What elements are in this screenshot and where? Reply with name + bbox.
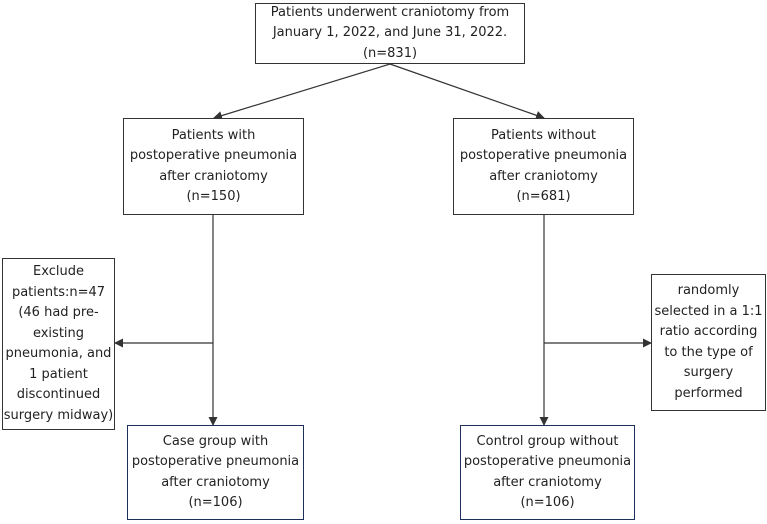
box-without-pneumonia: Patients without postoperative pneumonia… — [453, 118, 634, 215]
box-line: (n=831) — [362, 45, 418, 61]
box-line: performed — [674, 385, 743, 401]
box-line: surgery — [683, 365, 734, 380]
box-line: Patients without — [490, 127, 597, 143]
box-line: discontinued — [16, 387, 101, 402]
box-line: postoperative pneumonia — [459, 148, 628, 163]
box-case-group: Case group with postoperative pneumonia … — [127, 425, 304, 520]
box-line: (46 had pre- — [18, 305, 99, 320]
box-line: pneumonia, and — [5, 346, 112, 361]
box-line: patients:n=47 — [11, 284, 106, 300]
box-line: (n=106) — [520, 495, 575, 510]
box-control-group: Control group without postoperative pneu… — [460, 425, 635, 520]
box-line: after craniotomy — [489, 168, 598, 184]
box-line: postoperative pneumonia — [463, 454, 632, 469]
box-line: January 1, 2022, and June 31, 2022. — [272, 25, 508, 41]
arrow-top-to-no-pneumonia — [389, 63, 545, 120]
box-line: Case group with — [162, 433, 269, 449]
box-line: surgery midway) — [3, 407, 114, 423]
box-line: Control group without — [476, 433, 619, 449]
box-total-patients: Patients underwent craniotomy from Janua… — [255, 3, 525, 64]
box-line: postoperative pneumonia — [131, 454, 300, 469]
box-line: after craniotomy — [159, 168, 268, 184]
box-line: postoperative pneumonia — [129, 148, 298, 163]
box-line: Patients with — [171, 127, 256, 143]
box-line: to the type of — [664, 344, 753, 360]
box-line: after craniotomy — [493, 474, 602, 490]
box-line: (n=106) — [188, 495, 243, 510]
box-line: (n=150) — [186, 189, 241, 204]
box-line: 1 patient — [29, 366, 88, 382]
box-with-pneumonia: Patients with postoperative pneumonia af… — [123, 118, 304, 215]
box-line: selected in a 1:1 — [654, 303, 763, 319]
box-line: ratio according — [659, 324, 758, 339]
box-line: existing — [32, 325, 85, 341]
box-line: Exclude — [33, 264, 84, 279]
box-line: (n=681) — [516, 189, 571, 204]
box-line: randomly — [677, 283, 740, 298]
box-line: after craniotomy — [161, 474, 270, 490]
box-exclude-patients: Exclude patients:n=47 (46 had pre- exist… — [2, 258, 115, 430]
box-line: Patients underwent craniotomy from — [270, 4, 510, 20]
box-random-selection: randomly selected in a 1:1 ratio accordi… — [651, 274, 766, 411]
arrow-top-to-pneumonia — [213, 63, 391, 120]
